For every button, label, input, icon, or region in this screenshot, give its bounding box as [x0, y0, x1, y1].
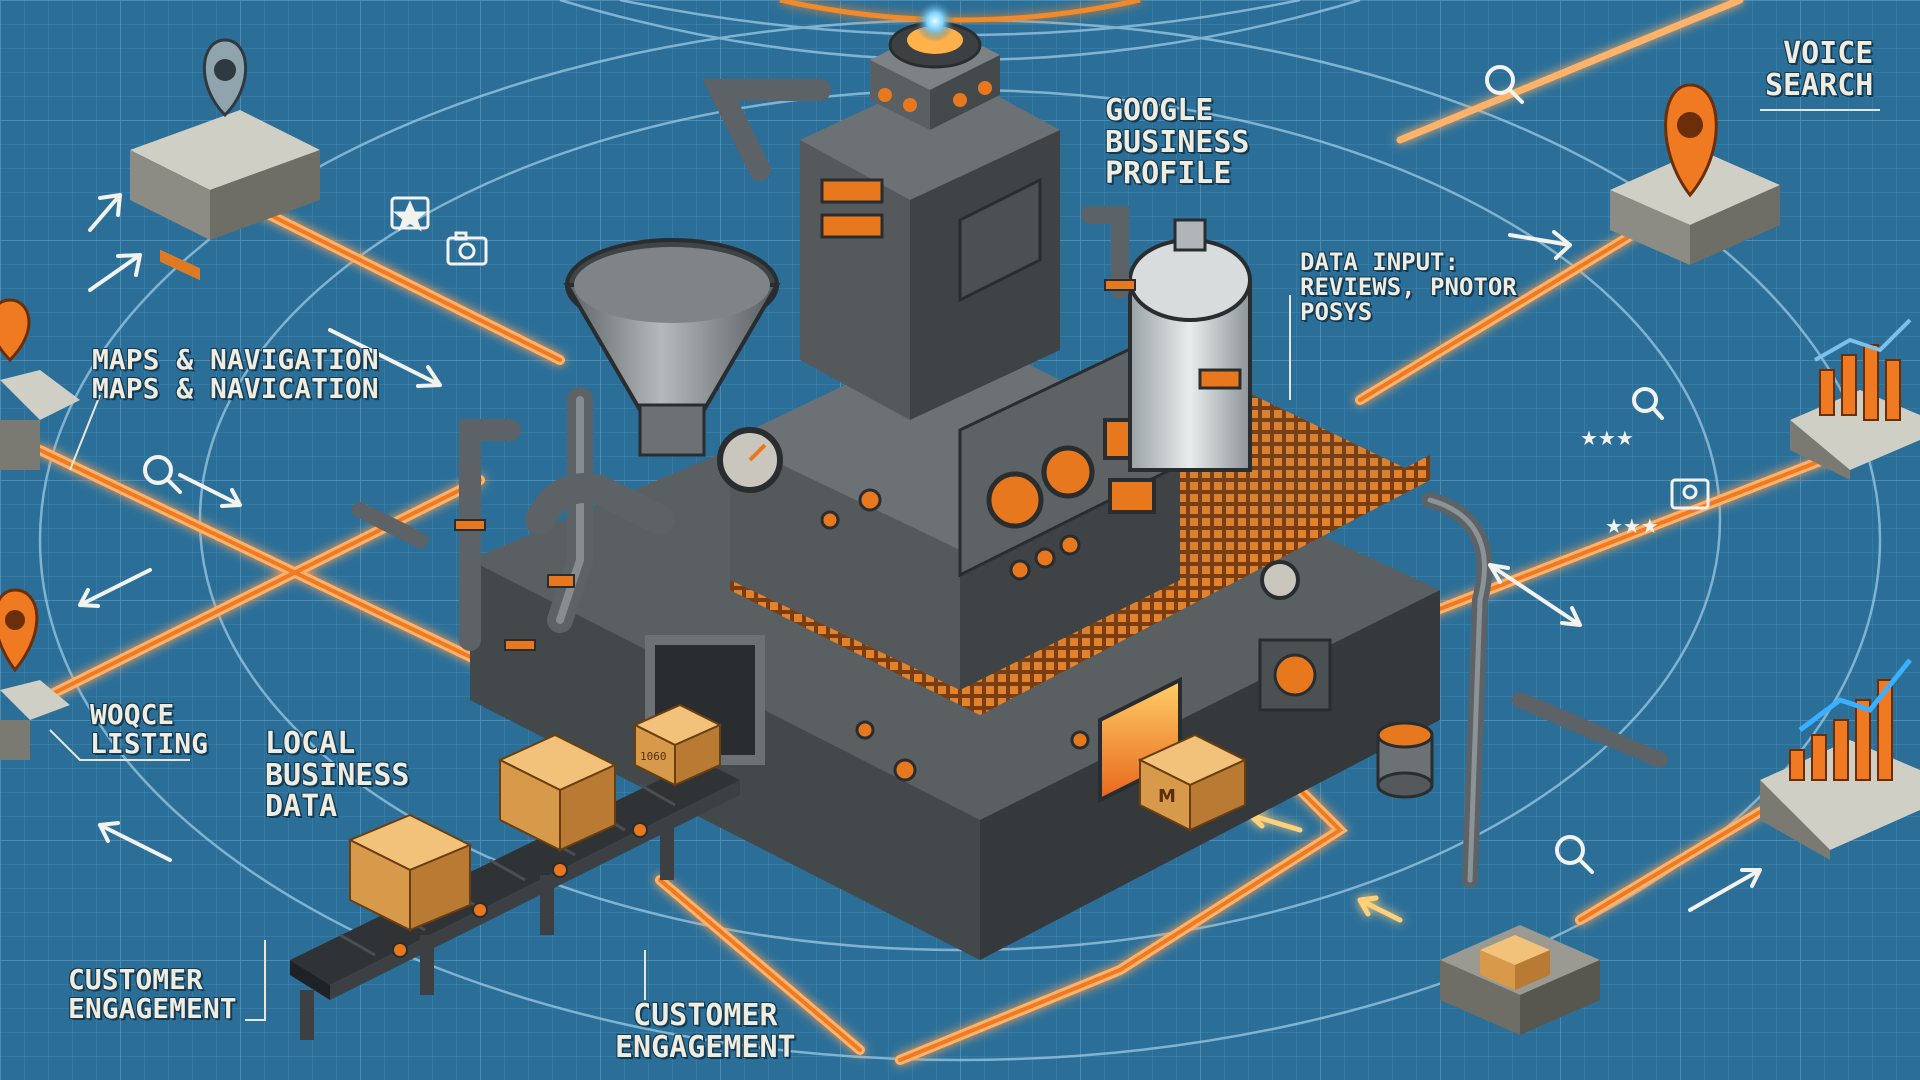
- coin-stack: [1376, 721, 1434, 799]
- chart-node-right-top: [1790, 318, 1920, 480]
- label-line: DATA INPUT:: [1300, 248, 1459, 276]
- customer-engagement-bottom-label: CUSTOMER ENGAGEMENT: [615, 1000, 796, 1063]
- search-icon: [1485, 65, 1524, 104]
- label-line: MAPS & NAVICATION: [92, 372, 379, 406]
- box-icon: 1060: [632, 703, 723, 787]
- label-line: REVIEWS, PNOTOR: [1300, 273, 1517, 302]
- rating-stars-text: ★★★: [1605, 514, 1659, 538]
- factory-machine: [454, 0, 1440, 960]
- label-line: SEARCH: [1765, 67, 1874, 103]
- google-business-profile-label: GOOGLE BUSINESS PROFILE: [1105, 95, 1250, 190]
- box-icon: [347, 813, 473, 932]
- label-line: ENGAGEMENT: [68, 992, 237, 1026]
- rating-stars: ★★★ ★★★: [1580, 426, 1659, 538]
- junction-box: [1440, 925, 1600, 1035]
- label-line: PROFILE: [1105, 156, 1232, 191]
- location-node-top-left: [130, 38, 320, 281]
- search-icon: [1632, 387, 1664, 420]
- box-mark-text: M: [1158, 786, 1176, 807]
- woqce-listing-label: WOQCE LISTING: [90, 700, 208, 759]
- label-line: ENGAGEMENT: [615, 1029, 796, 1065]
- location-pin-icon: [1664, 83, 1718, 198]
- voice-search-label: VOICE SEARCH: [1765, 38, 1873, 101]
- location-pin-icon: [202, 38, 248, 118]
- rating-stars-text: ★★★: [1580, 426, 1634, 450]
- bar-chart-icon: [1789, 679, 1893, 781]
- label-line: BUSINESS: [1105, 124, 1250, 160]
- search-icon: [1555, 835, 1594, 874]
- arrow-icon: [78, 193, 1762, 912]
- location-pin-icon: [0, 298, 31, 363]
- label-line: VOICE: [1783, 36, 1874, 71]
- camera-icon: [446, 231, 488, 266]
- label-line: BUSINESS: [265, 757, 410, 793]
- label-leader-lines: [49, 109, 1880, 1021]
- label-line: CUSTOMER: [633, 998, 778, 1033]
- photo-icon: [1670, 478, 1710, 510]
- top-glow-arc: [779, 0, 1141, 23]
- location-node-left: [0, 298, 80, 470]
- location-node-top-right: [1610, 83, 1780, 265]
- label-line: POSYS: [1300, 298, 1373, 327]
- box-icon: [1480, 935, 1550, 990]
- chart-node-right-bottom: [1760, 658, 1920, 860]
- customer-engagement-left-label: CUSTOMER ENGAGEMENT: [68, 965, 237, 1024]
- location-pin-icon: [0, 588, 39, 673]
- star-icon: [390, 196, 430, 232]
- label-line: WOQCE: [90, 698, 175, 731]
- label-line: LISTING: [90, 727, 209, 761]
- box-icon: [497, 733, 618, 852]
- maps-navigation-label: MAPS & NAVIGATION MAPS & NAVICATION: [92, 345, 379, 404]
- funnel-icon: [563, 238, 781, 457]
- bar-chart-icon: [1819, 344, 1901, 421]
- label-line: GOOGLE: [1105, 93, 1214, 128]
- local-business-data-label: LOCAL BUSINESS DATA: [265, 728, 410, 823]
- label-line: DATA: [265, 789, 338, 824]
- location-node-bottom-left: [0, 588, 70, 760]
- label-line: CUSTOMER: [68, 963, 203, 996]
- conveyor-belt: [290, 760, 740, 1040]
- box-mark-text: 1060: [640, 750, 667, 763]
- light-beam: [915, 0, 955, 42]
- search-icon: [143, 455, 182, 494]
- label-line: MAPS & NAVIGATION: [92, 343, 379, 376]
- label-line: LOCAL: [265, 726, 356, 761]
- data-input-label: DATA INPUT: REVIEWS, PNOTOR POSYS: [1300, 248, 1517, 327]
- box-icon: M: [1137, 733, 1248, 832]
